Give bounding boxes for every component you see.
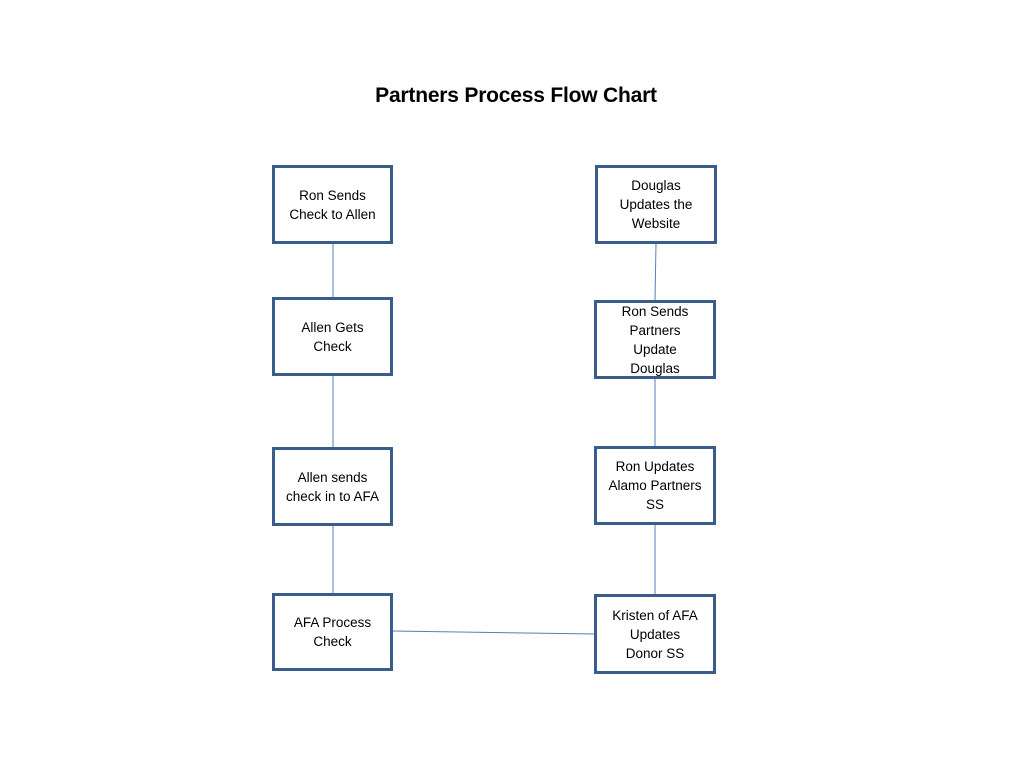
- node-label: Ron Sends Check to Allen: [289, 187, 376, 222]
- node-ron-updates-alamo: Ron Updates Alamo Partners SS: [594, 446, 716, 525]
- node-label: Allen sends check in to AFA: [285, 469, 380, 504]
- connector-afa-process-to-kristen: [391, 630, 596, 635]
- node-kristen-updates-donor: Kristen of AFA Updates Donor SS: [594, 594, 716, 674]
- node-label: Ron Sends Partners Update Douglas: [621, 303, 689, 376]
- node-label: AFA Process Check: [293, 615, 372, 649]
- diagram-title: Partners Process Flow Chart: [375, 84, 657, 107]
- node-label: Allen Gets Check: [301, 319, 364, 354]
- node-douglas-updates-website: Douglas Updates the Website: [595, 165, 717, 244]
- node-ron-sends-partners-update: Ron Sends Partners Update Douglas: [594, 300, 716, 379]
- node-ron-sends-check: Ron Sends Check to Allen: [272, 165, 393, 244]
- connector-ron-sends-partners-to-douglas: [654, 242, 657, 302]
- node-label: Ron Updates Alamo Partners SS: [608, 459, 702, 512]
- node-allen-sends-check: Allen sends check in to AFA: [272, 447, 393, 526]
- node-allen-gets-check: Allen Gets Check: [272, 297, 393, 376]
- node-label: Kristen of AFA Updates Donor SS: [612, 607, 698, 661]
- node-label: Douglas Updates the Website: [619, 178, 693, 231]
- node-afa-process-check: AFA Process Check: [272, 593, 393, 671]
